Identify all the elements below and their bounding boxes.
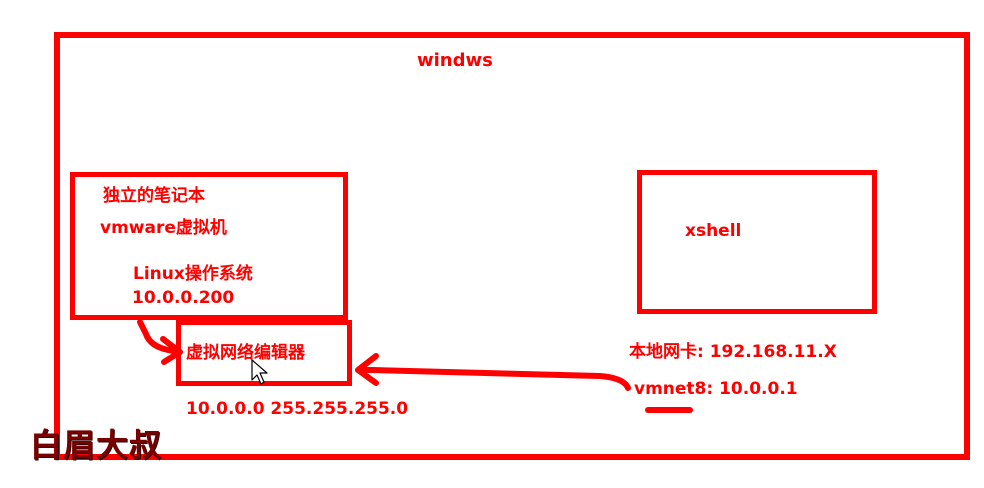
xshell-box xyxy=(637,170,877,314)
laptop-vm-box xyxy=(70,172,348,320)
xshell-label: xshell xyxy=(685,221,742,241)
laptop-label: 独立的笔记本 xyxy=(103,186,205,206)
mouse-cursor-icon xyxy=(251,359,268,385)
vm-to-editor-arrow xyxy=(137,319,181,355)
windows-title: windws xyxy=(417,50,493,71)
vmware-label: vmware虚拟机 xyxy=(100,218,227,238)
windows-host-box xyxy=(54,32,970,460)
vm-ip-label: 10.0.0.200 xyxy=(132,288,235,308)
local-nic-label: 本地网卡: 192.168.11.X xyxy=(629,342,837,362)
vmnet8-to-editor-arrow xyxy=(357,367,631,391)
vm-to-editor-arrowhead xyxy=(160,336,183,365)
linux-os-label: Linux操作系统 xyxy=(133,264,253,284)
subnet-label: 10.0.0.0 255.255.255.0 xyxy=(186,399,409,419)
watermark-text: 白眉大叔 xyxy=(30,426,163,464)
vmnet8-to-editor-arrowhead xyxy=(355,353,379,386)
vmnet8-label: vmnet8: 10.0.0.1 xyxy=(634,379,798,399)
virtual-network-editor-label: 虚拟网络编辑器 xyxy=(186,343,305,363)
